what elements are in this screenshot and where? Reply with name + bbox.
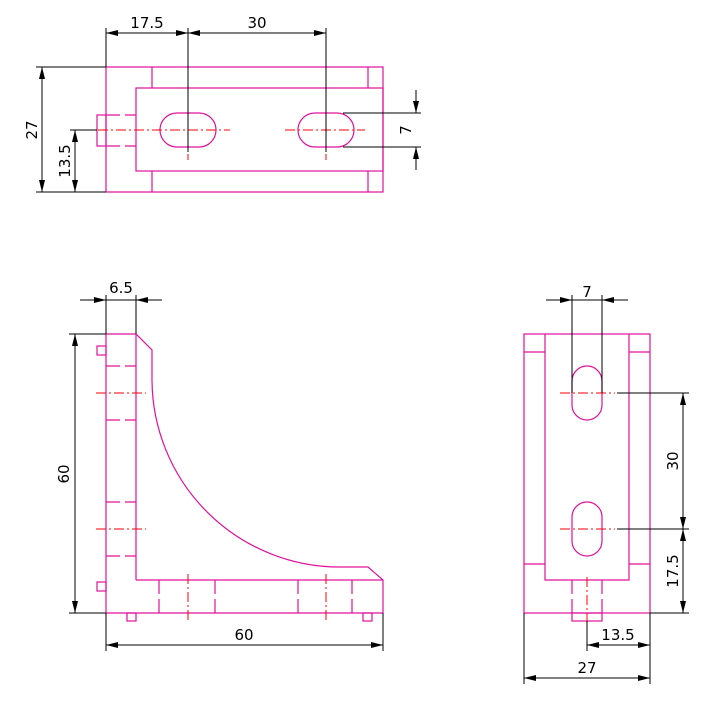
top-view-dimensions <box>36 28 421 193</box>
dim-front-60-width: 60 <box>234 626 253 644</box>
top-view-centerlines <box>80 100 365 160</box>
front-view: 6.5 60 60 <box>55 279 384 651</box>
dim-side-13-5: 13.5 <box>601 626 634 644</box>
side-view: 7 30 17.5 13.5 27 <box>523 283 689 684</box>
dim-side-17-5: 17.5 <box>664 554 682 587</box>
dim-top-27: 27 <box>23 120 41 139</box>
dim-top-13-5: 13.5 <box>56 144 74 177</box>
front-view-centerlines <box>96 392 327 623</box>
side-view-dimensions <box>523 295 689 684</box>
front-view-dimensions <box>69 295 384 651</box>
dim-top-30: 30 <box>247 14 266 32</box>
dim-top-17-5: 17.5 <box>130 14 163 32</box>
side-view-centerlines <box>560 392 615 623</box>
top-view: 17.5 30 27 13.5 7 <box>23 14 421 193</box>
dim-side-7: 7 <box>582 283 592 301</box>
dim-side-30: 30 <box>664 451 682 470</box>
front-view-outline <box>105 333 384 614</box>
dim-front-60-height: 60 <box>55 464 73 483</box>
dim-side-27: 27 <box>577 659 596 677</box>
front-view-inner <box>96 334 383 622</box>
dim-top-7: 7 <box>397 125 415 135</box>
dim-front-6-5: 6.5 <box>109 279 133 297</box>
